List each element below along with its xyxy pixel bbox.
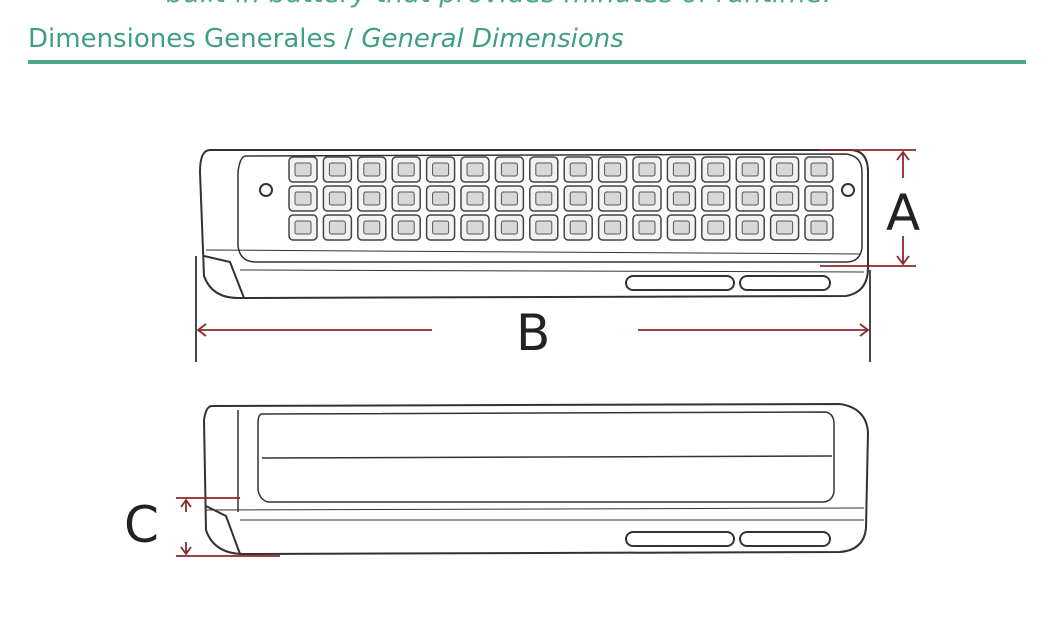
led-lens bbox=[328, 191, 346, 206]
led-lens bbox=[328, 162, 346, 177]
led-lens bbox=[672, 220, 690, 235]
led-lens bbox=[810, 162, 828, 177]
led-lens bbox=[500, 220, 518, 235]
led-lens bbox=[535, 162, 553, 177]
side-view-fixture bbox=[202, 402, 870, 556]
led-lens bbox=[707, 220, 725, 235]
dimension-c-line bbox=[176, 497, 280, 557]
led-lens bbox=[500, 162, 518, 177]
led-lens bbox=[776, 191, 794, 206]
feature-line: built-in battery that provides minutes o… bbox=[166, 0, 831, 9]
led-lens bbox=[397, 191, 415, 206]
led-lens bbox=[328, 220, 346, 235]
previous-feature-text: •built-in battery that provides minutes … bbox=[150, 0, 831, 9]
led-lens bbox=[776, 162, 794, 177]
led-lens bbox=[638, 191, 656, 206]
led-lens bbox=[638, 220, 656, 235]
led-lens bbox=[466, 191, 484, 206]
led-lens bbox=[432, 162, 450, 177]
led-lens bbox=[604, 162, 622, 177]
led-lens bbox=[707, 162, 725, 177]
led-lens bbox=[466, 220, 484, 235]
led-lens bbox=[672, 162, 690, 177]
dimension-a-label: A bbox=[886, 184, 921, 242]
led-lens bbox=[535, 191, 553, 206]
led-lens bbox=[294, 162, 312, 177]
led-lens bbox=[569, 162, 587, 177]
heading-separator: / bbox=[336, 24, 362, 54]
led-lens bbox=[363, 162, 381, 177]
led-lens bbox=[741, 162, 759, 177]
dimension-b-label: B bbox=[516, 304, 551, 362]
led-lens bbox=[569, 191, 587, 206]
led-lens bbox=[397, 220, 415, 235]
dimension-c-label: C bbox=[124, 496, 159, 554]
heading-underline bbox=[28, 60, 1026, 64]
led-lens bbox=[741, 220, 759, 235]
led-lens bbox=[638, 162, 656, 177]
led-lens bbox=[672, 191, 690, 206]
heading-english: General Dimensions bbox=[361, 24, 624, 54]
led-lens bbox=[776, 220, 794, 235]
top-view-fixture bbox=[198, 149, 869, 300]
led-lens bbox=[741, 191, 759, 206]
led-lens bbox=[466, 162, 484, 177]
dimension-b-line bbox=[195, 256, 871, 362]
led-lens bbox=[535, 220, 553, 235]
led-lens bbox=[604, 191, 622, 206]
led-lens bbox=[604, 220, 622, 235]
led-lens bbox=[294, 220, 312, 235]
led-lens bbox=[810, 191, 828, 206]
led-lens bbox=[397, 162, 415, 177]
led-lens bbox=[363, 220, 381, 235]
led-lens bbox=[432, 191, 450, 206]
led-lens bbox=[810, 220, 828, 235]
led-lens bbox=[569, 220, 587, 235]
led-lens bbox=[707, 191, 725, 206]
section-heading: Dimensiones Generales / General Dimensio… bbox=[28, 24, 624, 54]
bullet: • bbox=[150, 0, 166, 9]
led-lens bbox=[500, 191, 518, 206]
led-lens bbox=[432, 220, 450, 235]
led-lens bbox=[294, 191, 312, 206]
led-lens bbox=[363, 191, 381, 206]
led-array bbox=[288, 156, 834, 241]
heading-spanish: Dimensiones Generales bbox=[28, 24, 337, 54]
dimension-a-line bbox=[820, 149, 916, 267]
